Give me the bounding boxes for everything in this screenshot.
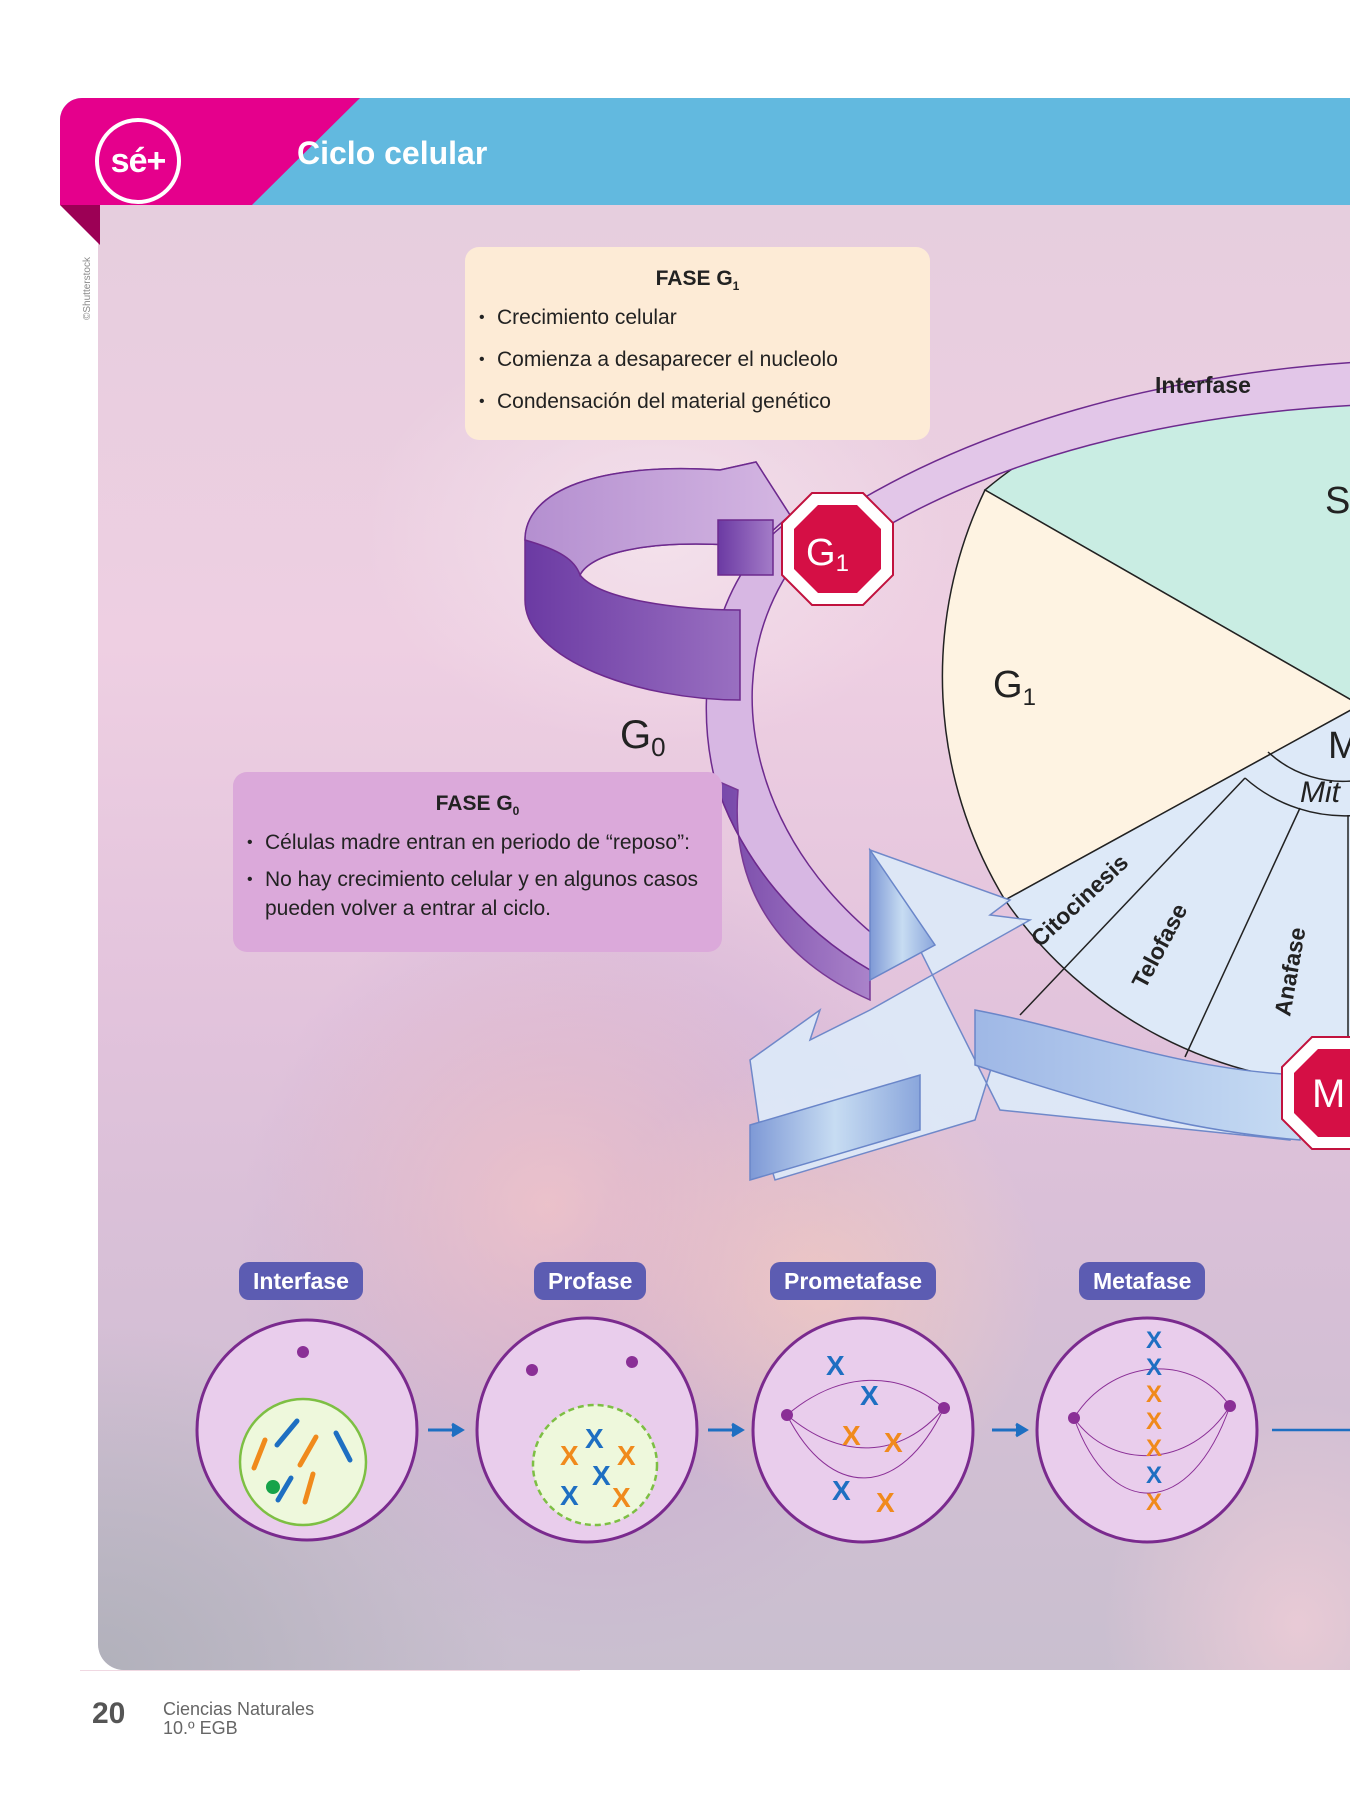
footer-grade: 10.º EGB	[163, 1718, 238, 1738]
svg-text:X: X	[592, 1460, 611, 1491]
cycle-pie	[941, 387, 1350, 1086]
divider-telofase	[1184, 807, 1301, 1058]
stage-cell-metafase: X X X X X X X	[1035, 1316, 1259, 1544]
svg-text:X: X	[842, 1420, 861, 1451]
svg-text:X: X	[832, 1475, 851, 1506]
interfase-ring-left-side	[713, 778, 871, 1002]
list-item: Crecimiento celular	[479, 303, 930, 332]
stage-cell-profase: X X X X X X	[475, 1316, 699, 1544]
fase-g1-list: Crecimiento celular Comienza a desaparec…	[465, 303, 930, 416]
svg-text:X: X	[1146, 1489, 1162, 1516]
fase-g1-title: FASE G1	[655, 267, 740, 294]
stage-arrow-1	[428, 1422, 465, 1438]
se-mas-logo: sé+	[95, 118, 181, 204]
checkpoint-g1	[781, 492, 894, 606]
svg-text:X: X	[585, 1423, 604, 1454]
interfase-ring	[858, 361, 1350, 532]
svg-text:X: X	[1146, 1435, 1162, 1462]
svg-text:X: X	[617, 1440, 636, 1471]
sector-label-s: S	[1325, 480, 1350, 522]
mitosis-arc-2	[1244, 777, 1350, 817]
sector-label-mitosis: Mit	[1300, 776, 1342, 809]
g0-label: G0	[620, 713, 666, 762]
stage-label-prometafase: Prometafase	[770, 1262, 937, 1300]
footer-divider	[80, 1670, 580, 1671]
stage-label-profase: Profase	[534, 1262, 647, 1300]
exit-arrow	[749, 847, 1301, 1182]
svg-text:X: X	[560, 1480, 579, 1511]
sector-g1	[941, 488, 1350, 902]
stage-label-metafase: Metafase	[1079, 1262, 1206, 1300]
svg-text:X: X	[560, 1440, 579, 1471]
stage-label-interfase: Interfase	[239, 1262, 363, 1300]
svg-text:X: X	[1146, 1381, 1162, 1408]
list-item: Condensación del material genético	[479, 387, 930, 416]
svg-text:X: X	[860, 1380, 879, 1411]
g0-loop-arrow	[524, 461, 791, 701]
page-title: Ciclo celular	[297, 135, 488, 171]
checkpoint-m-label: M	[1312, 1072, 1345, 1116]
svg-text:X: X	[1146, 1462, 1162, 1489]
svg-text:X: X	[612, 1482, 631, 1513]
stage-arrow-2	[708, 1422, 745, 1438]
checkpoint-m	[1281, 1036, 1350, 1150]
sector-label-g1: G1	[993, 664, 1036, 711]
checkpoint-g1-label: G1	[806, 532, 849, 577]
list-item: No hay crecimiento celular y en algunos …	[247, 865, 722, 923]
svg-text:X: X	[876, 1487, 895, 1518]
divider-citocinesis	[1019, 777, 1246, 1016]
fase-g0-box: FASE G0 Células madre entran en periodo …	[233, 772, 722, 952]
footer-book-info: Ciencias Naturales 10.º EGB	[163, 1700, 314, 1738]
svg-text:X: X	[1146, 1408, 1162, 1435]
fase-g0-title: FASE G0	[435, 792, 520, 819]
list-item: Comienza a desaparecer el nucleolo	[479, 345, 930, 374]
svg-text:X: X	[826, 1350, 845, 1381]
stage-cell-prometafase: X X X X X X	[751, 1316, 975, 1544]
svg-text:X: X	[884, 1427, 903, 1458]
svg-text:X: X	[1146, 1354, 1162, 1381]
sector-label-m: M	[1328, 725, 1350, 767]
svg-text:X: X	[1146, 1327, 1162, 1354]
fase-g0-list: Células madre entran en periodo de “repo…	[233, 828, 722, 923]
footer-subject: Ciencias Naturales	[163, 1699, 315, 1719]
stage-arrow-3	[992, 1422, 1029, 1438]
mitosis-arc-1	[1267, 751, 1350, 783]
ring-label-interfase: Interfase	[1155, 372, 1251, 398]
fase-g1-box: FASE G1 Crecimiento celular Comienza a d…	[465, 247, 930, 440]
stage-cell-interfase	[195, 1318, 419, 1542]
list-item: Células madre entran en periodo de “repo…	[247, 828, 722, 857]
page-number: 20	[92, 1697, 126, 1730]
